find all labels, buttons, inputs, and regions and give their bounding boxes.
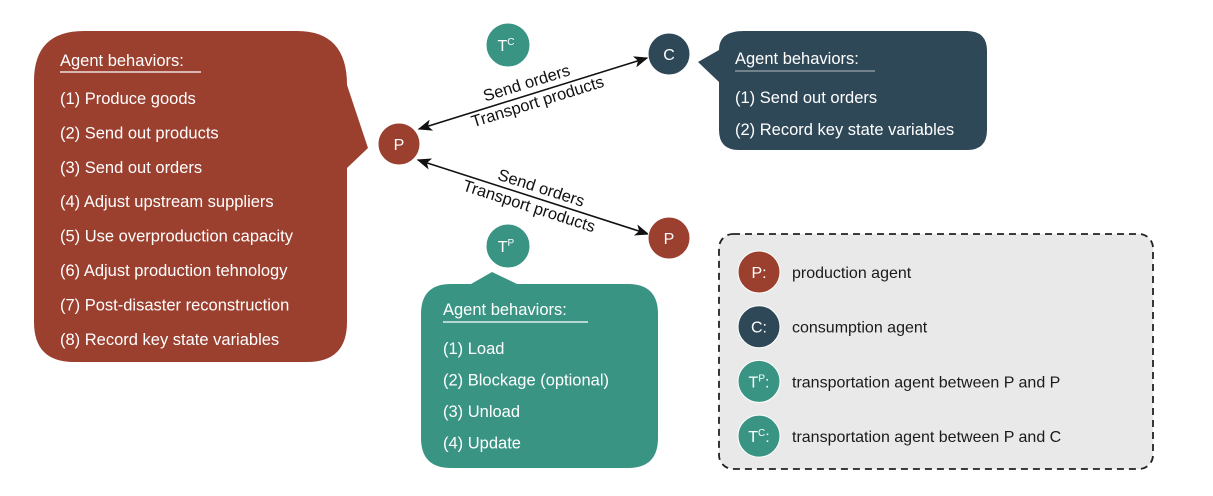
production-box-title: Agent behaviors: [60,52,184,70]
legend-symbol: C: [751,320,767,337]
consumption-agent-circle [647,32,691,76]
legend-symbol-letter: C [751,320,763,337]
legend-frame [718,233,1154,470]
legend-item: TC: transportation agent between P and C [737,414,1061,458]
transport-agent-symbol: T [498,239,508,256]
legend-symbol-superscript: P [758,373,765,384]
legend-swatch-circle [737,305,781,349]
legend-item: P: production agent [737,250,912,294]
node-transport-pc[interactable]: TC [485,22,531,68]
behavior-item: (1) Produce goods [60,90,196,108]
production-behaviors-box: Agent behaviors: (1) Produce goods (2) Se… [34,31,368,362]
production-agent-circle [647,216,691,260]
legend-symbol-letter: T [749,374,759,391]
legend-symbol: TP: [749,373,770,391]
transport-agent-label: TP [498,238,515,256]
legend-symbol-letter: T [748,429,758,446]
transport-behaviors-box: Agent behaviors: (1) Load (2) Blockage (o… [421,272,658,468]
legend-label: transportation agent between P and C [792,429,1061,446]
edge-p-to-c: Send orders Transport products [417,56,649,131]
production-agent-label: P [664,231,675,248]
consumption-agent-label: C [663,47,675,64]
legend-symbol-suffix: : [765,374,769,391]
transport-box-shape [421,272,658,468]
legend-label: consumption agent [792,320,928,337]
behavior-item: (7) Post-disaster reconstruction [60,296,289,314]
transport-box-title: Agent behaviors: [443,301,567,319]
node-production-main[interactable]: P [377,122,421,166]
transport-agent-symbol: T [497,38,507,55]
production-box-shape [34,31,368,362]
behavior-item: (4) Update [443,435,521,453]
double-arrow-p-p [416,158,650,236]
node-transport-pp[interactable]: TP [485,223,531,269]
transport-agent-circle [485,223,531,269]
legend-symbol: TC: [748,428,769,446]
production-agent-label: P [394,137,405,154]
legend-symbol-suffix: : [762,265,766,282]
production-agent-circle [377,122,421,166]
behavior-item: (2) Send out products [60,124,219,142]
transport-agent-label: TC [497,37,514,55]
consumption-box-shape [698,31,987,150]
behavior-item: (8) Record key state variables [60,331,279,349]
legend-symbol-suffix: : [763,320,767,337]
transport-agent-superscript: C [507,37,514,48]
behavior-item: (4) Adjust upstream suppliers [60,193,274,211]
legend-label: production agent [792,265,912,282]
behavior-item: (5) Use overproduction capacity [60,228,294,246]
behavior-item: (6) Adjust production tehnology [60,262,288,280]
legend-item: TP: transportation agent between P and P [737,359,1060,403]
behavior-item: (2) Record key state variables [735,121,954,139]
legend-label: transportation agent between P and P [792,374,1060,391]
transport-agent-circle [485,22,531,68]
behavior-item: (1) Send out orders [735,89,877,107]
consumption-behaviors-box: Agent behaviors: (1) Send out orders (2) … [698,31,987,150]
legend-swatch-circle [737,359,781,403]
behavior-item: (2) Blockage (optional) [443,372,609,390]
behavior-item: (3) Unload [443,403,520,421]
node-production-second[interactable]: P [647,216,691,260]
transport-agent-superscript: P [508,238,515,249]
consumption-box-title: Agent behaviors: [735,50,859,68]
legend-item: C: consumption agent [737,305,928,349]
node-consumption[interactable]: C [647,32,691,76]
edge-p-to-p: Send orders Transport products [416,158,650,236]
behavior-item: (1) Load [443,340,504,358]
legend-swatch-circle [737,414,781,458]
legend-swatch-circle [737,250,781,294]
double-arrow-p-c [417,56,649,131]
legend-symbol: P: [751,265,766,282]
legend-symbol-suffix: : [765,429,769,446]
legend-symbol-letter: P [751,265,762,282]
legend-symbol-superscript: C [758,428,765,439]
behavior-item: (3) Send out orders [60,159,202,177]
